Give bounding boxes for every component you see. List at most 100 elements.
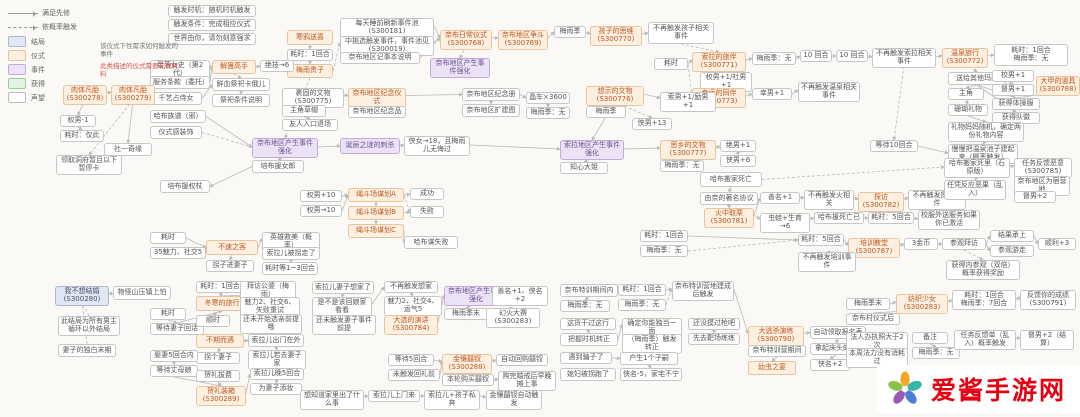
flow-edge-9 [233,73,242,79]
flow-edge-41 [964,99,969,105]
flow-node-78: 绳斗场谋划B [348,206,404,220]
flow-edge-24 [745,57,753,62]
flow-edge-23 [687,59,693,65]
flow-edge-94 [1009,164,1015,169]
flow-edge-158 [929,343,937,348]
flow-node-163: 本轮购买囍钗 [442,374,494,386]
flow-node-0: 触发时机：随机时机触发 [168,5,256,17]
flow-node-84: 不速之客 [206,240,258,255]
watermark-text: 爱酱手游网 [930,376,1066,405]
flow-edge-144 [835,338,840,344]
flow-node-9: 奈布日常仪式 (S300768) [440,30,492,50]
flow-node-104: 督男+2 [1014,191,1056,203]
flow-node-81: 哈布谋失败 [404,236,458,249]
flow-node-45: 肉体凡胎 (S300279) [111,85,155,105]
flow-node-11: 梅雨季 [554,26,586,38]
flow-edge-127 [371,286,385,305]
flow-edge-57 [399,143,405,148]
flow-edge-1 [126,99,134,144]
flow-edge-42 [967,115,987,123]
flow-node-110: 参观游走 [990,245,1034,257]
flow-node-182: 梅雨季：无 [912,347,960,359]
flow-edge-47 [303,116,311,120]
flow-node-59: 奈布地区纪念品 [348,106,406,118]
flow-edge-4 [88,99,134,156]
flow-edge-148 [439,360,444,376]
flow-edge-45 [892,65,905,141]
flow-edge-50 [405,92,463,97]
flow-node-146: 善名+1、侠名+2 [492,286,548,306]
flow-edge-151 [493,377,499,382]
flow-edge-76 [185,237,207,248]
legend: 满足先修 依概率触发 结局仪式事件获得声望 [8,8,77,106]
flow-node-13: 不再触发孩子相关事件 [648,22,714,44]
flow-node-83: 35魅力、社交5 [150,247,206,259]
flow-edge-149 [491,359,497,363]
flow-node-149: 梅雨季：无 [560,300,610,312]
flow-node-118: 此结局为所有男主循环以外结局 [58,316,120,336]
flow-edge-32 [745,93,753,97]
flow-node-24: 幸男+1 [752,88,792,100]
flow-node-63: 梅雨季：无 [526,107,570,119]
flow-edge-98 [899,243,905,247]
flow-node-6: 每天睡前刷新事件池 (S300181) [340,18,434,38]
flow-edge-105 [687,235,799,242]
flow-edge-104 [963,249,984,261]
flow-node-161: 等待5回合 [388,354,434,366]
flow-node-151: 梅雨季：无 [618,299,666,311]
flow-edge-22 [680,43,720,54]
flow-edge-52 [519,94,527,99]
flow-node-132: 娶妻5回合内 [150,350,198,362]
flow-node-129: 拐个妻子 [196,352,240,364]
flow-edge-44 [917,145,949,155]
flow-node-185: 督男+2（结算） [1020,330,1074,350]
pinwheel-logo-icon [888,371,922,404]
flow-edge-14 [433,25,441,39]
flow-node-34: 礼物妈妈随机，确定两份礼物内容 [948,122,1024,142]
flow-node-152: 奈布特训营地建成后触发 [672,281,734,301]
flow-node-188: 索拉儿+孩子私奔 [424,390,480,410]
flow-node-41: 绝技→6 [260,60,294,72]
flow-edge-153 [647,364,652,369]
flow-edge-7 [201,83,213,99]
flow-node-67: 索拉地区产生事件强化 [560,140,624,160]
flow-node-137: 为妻子添妆 [250,383,302,395]
flow-node-159: 金镶囍钗 (S300288) [442,354,492,374]
flow-node-27: 主角 [948,88,984,100]
site-watermark: 爱酱手游网 [876,365,1080,413]
flow-edge-29 [987,53,995,58]
flow-node-58: 奈布地区纪念仪式 [348,88,406,108]
flow-node-1: 触发条件：完成相应仪式 [168,19,256,31]
legend-item-label: 结局 [31,37,45,46]
flow-node-168: 侠名-5，家宅不宁 [620,368,682,381]
flow-edge-55 [317,144,341,149]
flow-node-183: 任务反馈单（乱入）概率触发 [954,330,1016,350]
legend-items: 结局仪式事件获得声望 [8,36,77,103]
flow-node-101: 任凭反应恶果（乱入） [944,180,1006,200]
flow-edge-156 [947,299,953,304]
flow-node-189: 金镶囍钗自动触发 [486,390,542,410]
flow-node-154: 把握时机转正 [560,333,618,346]
flow-node-191: 哈布族谱（邪） [150,110,206,123]
flow-node-170: 奈布特训营期间 [748,345,806,357]
flow-node-20: 温泉旅行 (S300772) [942,48,988,68]
flow-edge-165 [201,132,253,149]
flow-edge-62 [643,93,661,100]
flow-node-142: 魅力2、社交4、运气5 [384,296,442,316]
flow-edge-118 [243,338,249,343]
flow-edge-8 [255,64,261,69]
flow-node-61: 奈布地区扩建图 [462,104,520,117]
flow-node-49: 社一奇缘 [104,143,152,156]
flow-edge-110 [167,319,178,324]
flow-edge-69 [341,194,349,212]
flow-node-143: 大选的演讲 (S300784) [384,315,438,335]
legend-item-0: 结局 [8,36,77,47]
flow-node-176: 奈布村仪式后 [846,313,900,325]
flow-node-100: 哈布搬家死里（石原版） [944,158,1010,178]
flow-node-153: 这货干过这行 [560,318,616,330]
flow-node-156: （梅雨季）触发转正 [622,334,682,354]
flow-edge-122 [217,381,222,387]
legend-note-0: 该仪式下性需求如何触发的事件 [100,42,178,59]
flow-node-14: 耗时 [654,58,688,70]
flow-edge-89 [809,216,815,221]
